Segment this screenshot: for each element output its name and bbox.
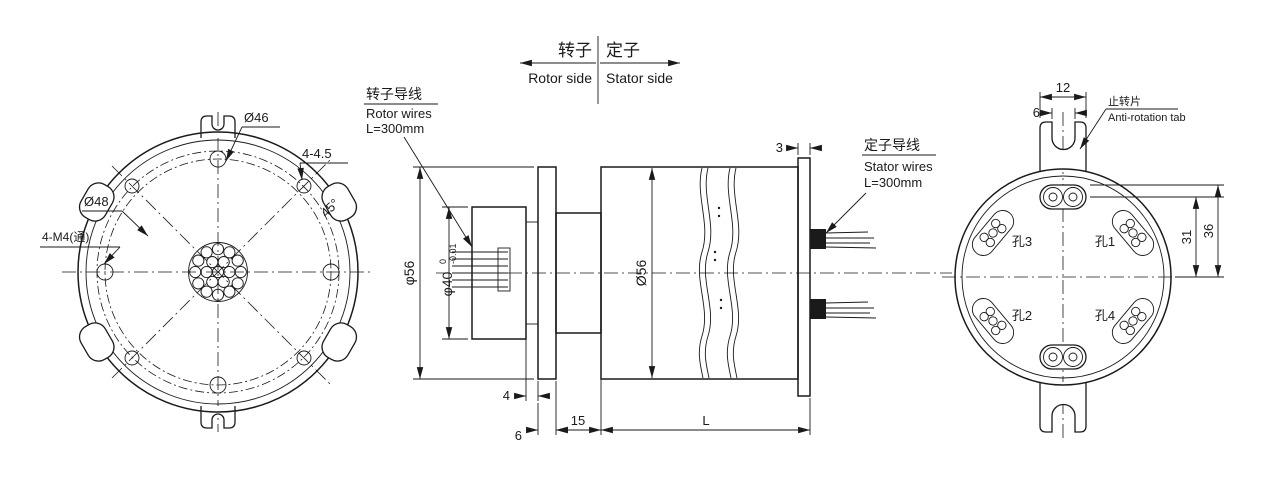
- break-lines: [698, 167, 740, 379]
- dim-12-label: 12: [1056, 80, 1070, 95]
- stator-side-en-label: Stator side: [606, 70, 673, 86]
- wire-slot-1: [1111, 210, 1155, 256]
- wire-slot-4: [1111, 298, 1155, 344]
- dim-4: 4: [503, 326, 550, 403]
- left-view: Ø46 Ø48 4-4.5 45° 4-M4(通): [40, 110, 374, 432]
- dim-4-45-label: 4-4.5: [302, 146, 332, 161]
- dim-15: 15: [556, 335, 602, 435]
- rotor-wires-zh-label: 转子导线: [366, 86, 422, 102]
- header-rotor-stator: 转子 定子 Rotor side Stator side: [520, 36, 680, 104]
- dim-d56-label: Ø56: [633, 260, 649, 287]
- bottom-hole-block: [1039, 344, 1087, 370]
- d45-hole: [296, 178, 312, 194]
- bolt-circle-46: [104, 158, 332, 386]
- anti-rotation-tab-zh-label: 止转片: [1108, 94, 1141, 108]
- hole2-label: 孔2: [1012, 308, 1032, 323]
- anti-rotation-tab-callout: 止转片 Anti-rotation tab: [1079, 94, 1186, 150]
- right-view: 孔3 孔1 孔2 孔4 12 6 止转片 Anti-rotation tab: [942, 80, 1224, 440]
- rotor-wires-en-label: Rotor wires: [366, 106, 432, 121]
- dim-6-middle: 6: [515, 381, 568, 443]
- d45-hole: [124, 350, 140, 366]
- dim-31-label: 31: [1179, 230, 1194, 244]
- m4-hole: [96, 263, 114, 281]
- dim-d48-label: Ø48: [84, 194, 109, 209]
- dim-36: 36: [1090, 184, 1224, 277]
- dim-6-right-label: 6: [1033, 105, 1040, 120]
- rotor-wires-callout: 转子导线 Rotor wires L=300mm: [364, 86, 473, 248]
- middle-view: 转子导线 Rotor wires L=300mm 定子导线 Stator wir…: [364, 86, 952, 443]
- rim-notch: [78, 322, 115, 362]
- dim-phi40-label: φ40: [439, 271, 455, 296]
- dim-phi40-tol-upper: 0: [438, 259, 448, 264]
- dim-31: 31: [1090, 196, 1224, 278]
- wire-slot-2: [971, 298, 1015, 344]
- dim-3-label: 3: [776, 140, 783, 155]
- dim-6-label: 6: [515, 428, 522, 443]
- top-hole-block: [1039, 184, 1087, 210]
- d45-hole: [124, 178, 140, 194]
- dim-phi40: φ40 0 -0.01: [438, 206, 468, 340]
- rim-notch: [78, 182, 115, 222]
- dim-4-label: 4: [503, 388, 510, 403]
- anti-rotation-tab-shape: [1039, 121, 1087, 172]
- stator-wire-bundle-bottom: [810, 299, 877, 319]
- wire-bundle: [188, 242, 248, 302]
- bottom-fork-tab: [1039, 382, 1087, 433]
- hole1-label: 孔1: [1095, 234, 1115, 249]
- dim-phi40-tol-lower: -0.01: [448, 243, 458, 264]
- anti-rotation-tab-en-label: Anti-rotation tab: [1108, 112, 1186, 124]
- stator-inner-rim: [961, 175, 1165, 379]
- m4-hole: [209, 376, 227, 394]
- dim-phi56-label: φ56: [401, 260, 417, 285]
- flange-inner-rim: [85, 139, 351, 405]
- hole4-label: 孔4: [1095, 308, 1115, 323]
- dim-12: 12: [1039, 80, 1087, 118]
- dim-36-label: 36: [1201, 224, 1216, 238]
- stator-wires-length-label: L=300mm: [864, 175, 922, 190]
- stator-wires-callout: 定子导线 Stator wires L=300mm: [825, 137, 936, 234]
- dim-4m4-label: 4-M4(通): [42, 230, 89, 244]
- wire-slot-3: [971, 210, 1015, 256]
- d45-hole: [296, 350, 312, 366]
- dim-L-label: L: [702, 413, 709, 428]
- stator-end-plate: [797, 157, 811, 397]
- m4-hole: [322, 263, 340, 281]
- dim-15-label: 15: [571, 413, 585, 428]
- rotor-pins: [452, 247, 511, 292]
- dim-6-right: 6: [1033, 105, 1087, 120]
- m4-hole: [209, 150, 227, 168]
- dim-d46-label: Ø46: [244, 110, 269, 125]
- stator-side-zh-label: 定子: [606, 41, 640, 60]
- rim-notch: [321, 182, 358, 222]
- dim-L: L: [601, 398, 811, 435]
- stator-outer-rim: [954, 168, 1172, 386]
- rotor-side-zh-label: 转子: [558, 41, 592, 60]
- rotor-wires-length-label: L=300mm: [366, 121, 424, 136]
- flange-outer-rim: [77, 131, 359, 413]
- stator-wires-zh-label: 定子导线: [864, 137, 920, 153]
- rotor-side-en-label: Rotor side: [528, 70, 592, 86]
- rim-notch: [321, 322, 358, 362]
- dim-phi56: φ56: [401, 166, 534, 380]
- stator-wires-en-label: Stator wires: [864, 159, 933, 174]
- hole3-label: 孔3: [1012, 234, 1032, 249]
- dim-d56: Ø56: [633, 168, 656, 378]
- stator-wire-bundle-top: [810, 229, 877, 249]
- dim-3: 3: [776, 140, 822, 155]
